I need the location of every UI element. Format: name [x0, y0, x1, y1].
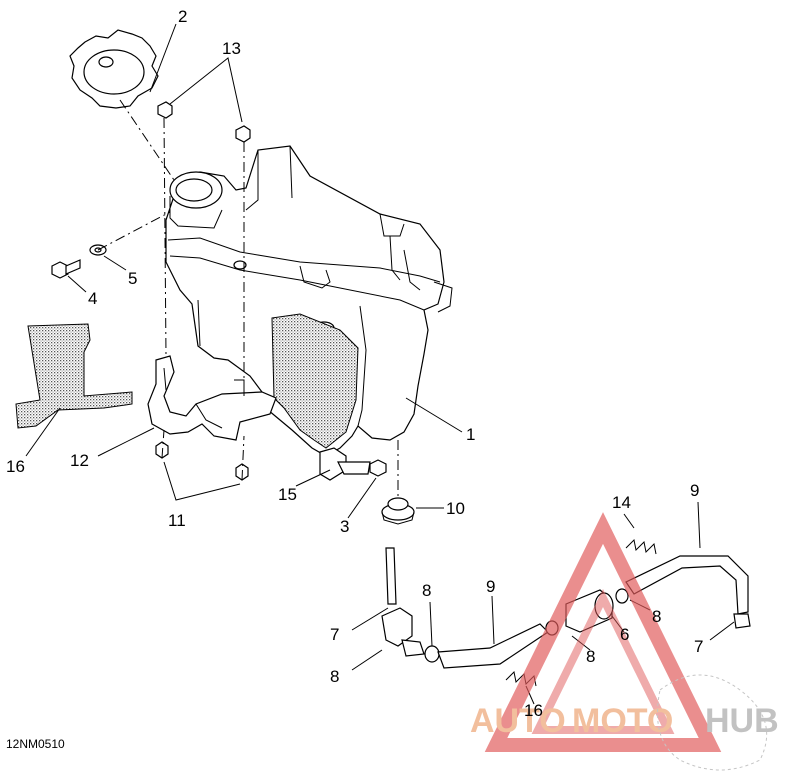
watermark-hub: HUB [705, 702, 779, 740]
clamp-8c [615, 588, 629, 604]
callouts: 2 13 5 4 1 16 12 15 11 3 10 14 9 8 9 7 6… [6, 7, 703, 751]
callout-7-left: 7 [330, 625, 339, 644]
callout-8-left: 8 [330, 667, 339, 686]
callout-1: 1 [466, 425, 475, 444]
callout-5: 5 [128, 269, 137, 288]
drawing-code: 12NM0510 [6, 737, 65, 751]
fitting-7b [733, 613, 751, 629]
watermark: AUTO MOTO HUB [470, 512, 779, 771]
heat-shield-16 [15, 323, 133, 429]
callout-3: 3 [340, 517, 349, 536]
callout-4: 4 [88, 289, 97, 308]
callout-14: 14 [612, 493, 631, 512]
nut-13b [235, 125, 251, 143]
nut-13a [157, 101, 173, 119]
mount-bracket-15 [319, 447, 371, 481]
watermark-moto: MOTO [572, 702, 673, 740]
callout-15: 15 [278, 485, 297, 504]
callout-16-bottom: 16 [524, 701, 543, 720]
assembly-lines [97, 99, 399, 498]
callout-9-right: 9 [690, 481, 699, 500]
bracket-11 [147, 355, 277, 441]
callout-16-left: 16 [6, 457, 25, 476]
callout-10: 10 [446, 499, 465, 518]
spring-14 [625, 538, 657, 555]
watermark-pattern [657, 674, 768, 771]
fuel-cap-2 [69, 29, 159, 109]
callout-8-mid: 8 [586, 647, 595, 666]
callout-2: 2 [178, 7, 187, 26]
callout-9-left: 9 [486, 577, 495, 596]
clamp-8a [424, 645, 440, 663]
callout-11: 12 [70, 451, 89, 470]
bolt-4 [51, 259, 81, 279]
callout-8-right: 8 [652, 607, 661, 626]
callout-6: 6 [620, 625, 629, 644]
bolt-12a [155, 441, 169, 459]
grommet-10 [381, 497, 415, 525]
pickup-tube-7 [381, 547, 425, 657]
callout-12: 11 [168, 511, 186, 530]
watermark-triangle-inner [531, 588, 675, 734]
watermark-triangle-outer [484, 512, 722, 752]
callout-7-right: 7 [694, 637, 703, 656]
fuel-tank-1 [165, 145, 453, 457]
nut-3 [369, 459, 387, 477]
watermark-auto: AUTO [470, 702, 566, 740]
callout-13: 13 [222, 39, 241, 58]
callout-8-top: 8 [422, 581, 431, 600]
